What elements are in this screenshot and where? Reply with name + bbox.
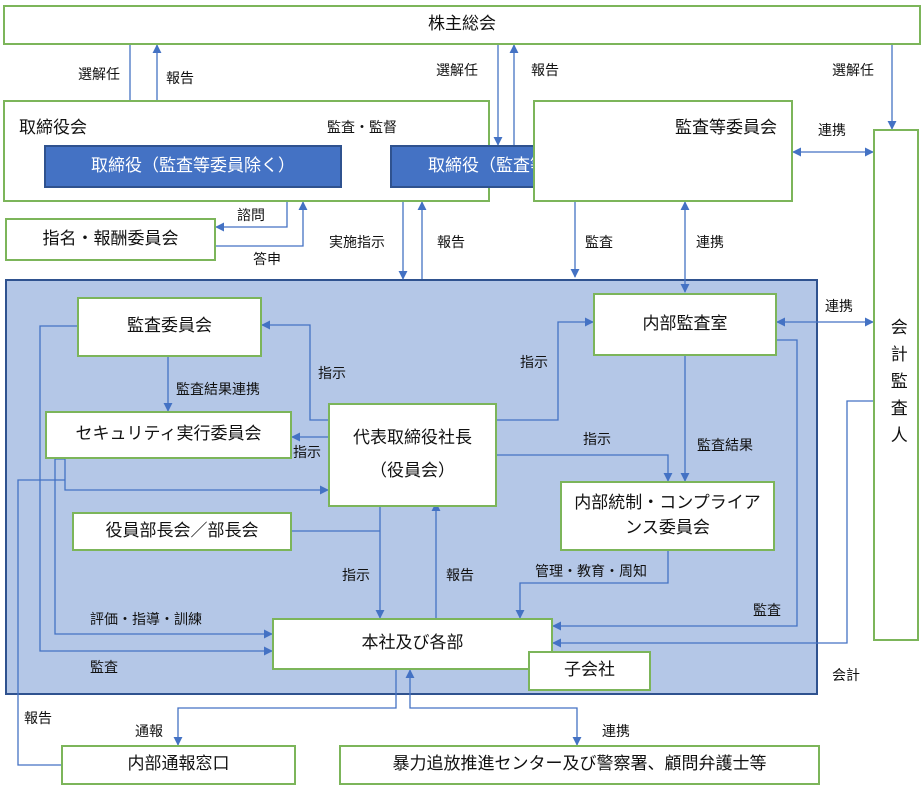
report-label-2: 報告 [531, 63, 559, 79]
shareholders-box: 株主総会 [3, 5, 921, 45]
internal-audit-box: 内部監査室 [593, 293, 777, 356]
notify-label: 通報 [135, 724, 163, 740]
instr-arrow-4 [497, 454, 673, 482]
liaison-arrow-4 [405, 669, 582, 746]
report-arrow-5 [17, 479, 65, 766]
report-label-4: 報告 [446, 568, 474, 584]
report-label-1: 報告 [166, 71, 194, 87]
directors-excl-box[interactable]: 取締役（監査等委員除く） [44, 145, 342, 188]
instr-label-5: 指示 [342, 568, 370, 584]
auditor-label: 会計監査人 [886, 317, 907, 453]
president-title: 代表取締役社長 [353, 427, 472, 448]
liaison-label-1: 連携 [818, 123, 846, 139]
report-label-3: 報告 [437, 235, 465, 251]
audit-result-label: 監査結果 [697, 438, 753, 454]
answer-arrow [216, 201, 308, 247]
instr-label-3: 指示 [293, 445, 321, 461]
subsidiary-box: 子会社 [528, 651, 651, 691]
report-label-5: 報告 [24, 711, 52, 727]
elect-label-1: 選解任 [78, 67, 120, 83]
elect-label-3: 選解任 [832, 63, 874, 79]
answer-label: 答申 [253, 252, 281, 268]
compliance-box: 内部統制・コンプライアンス委員会 [560, 481, 775, 551]
police-box: 暴力追放推進センター及び警察署、顧問弁護士等 [339, 745, 820, 785]
whistle-box: 内部通報窓口 [61, 745, 296, 785]
supervise-label: 監査・監督 [327, 120, 397, 136]
mgmt-arrow [515, 551, 669, 619]
exec-instr-label: 実施指示 [329, 235, 385, 251]
security-box: セキュリティ実行委員会 [45, 411, 292, 459]
security-loop [60, 458, 329, 495]
elect-label-2: 選解任 [436, 63, 478, 79]
auditor-box: 会計監査人 [873, 129, 919, 641]
liaison-label-4: 連携 [602, 724, 630, 740]
accounting-label: 会計 [832, 668, 860, 684]
audit-arrow-3 [39, 325, 273, 656]
instr-arrow-2 [497, 317, 594, 421]
compliance-label: 内部統制・コンプライアンス委員会 [574, 492, 761, 539]
audit-label-1: 監査 [585, 235, 613, 251]
liaison-label-3: 連携 [825, 299, 853, 315]
instr-arrow-1 [261, 320, 328, 421]
evaluate-arrow [54, 458, 273, 639]
notify-arrow [173, 670, 397, 746]
instr-label-4: 指示 [583, 432, 611, 448]
audit-arrow-2 [552, 339, 798, 631]
liaison-label-2: 連携 [696, 235, 724, 251]
mgmt-label: 管理・教育・周知 [535, 564, 647, 580]
accounting-arrow [552, 400, 873, 648]
consult-arrow [215, 202, 288, 232]
instr-label-2: 指示 [520, 355, 548, 371]
evaluate-label: 評価・指導・訓練 [90, 612, 202, 628]
audit-label-2: 監査 [753, 603, 781, 619]
audit-committee-label: 監査等委員会 [675, 118, 777, 138]
audit-result-link-label: 監査結果連携 [176, 382, 260, 398]
president-sub: （役員会） [370, 461, 455, 481]
managers-box: 役員部長会／部長会 [72, 512, 292, 551]
audit-committee-box: 監査等委員会 [533, 100, 793, 202]
consult-label: 諮問 [237, 208, 265, 224]
hq-box[interactable]: 本社及び各部 [272, 618, 553, 670]
president-box[interactable]: 代表取締役社長 （役員会） [328, 403, 497, 507]
audit-comm-inner-box: 監査委員会 [77, 297, 262, 357]
nomination-box: 指名・報酬委員会 [5, 218, 216, 261]
instr-label-1: 指示 [318, 366, 346, 382]
audit-label-3: 監査 [90, 660, 118, 676]
